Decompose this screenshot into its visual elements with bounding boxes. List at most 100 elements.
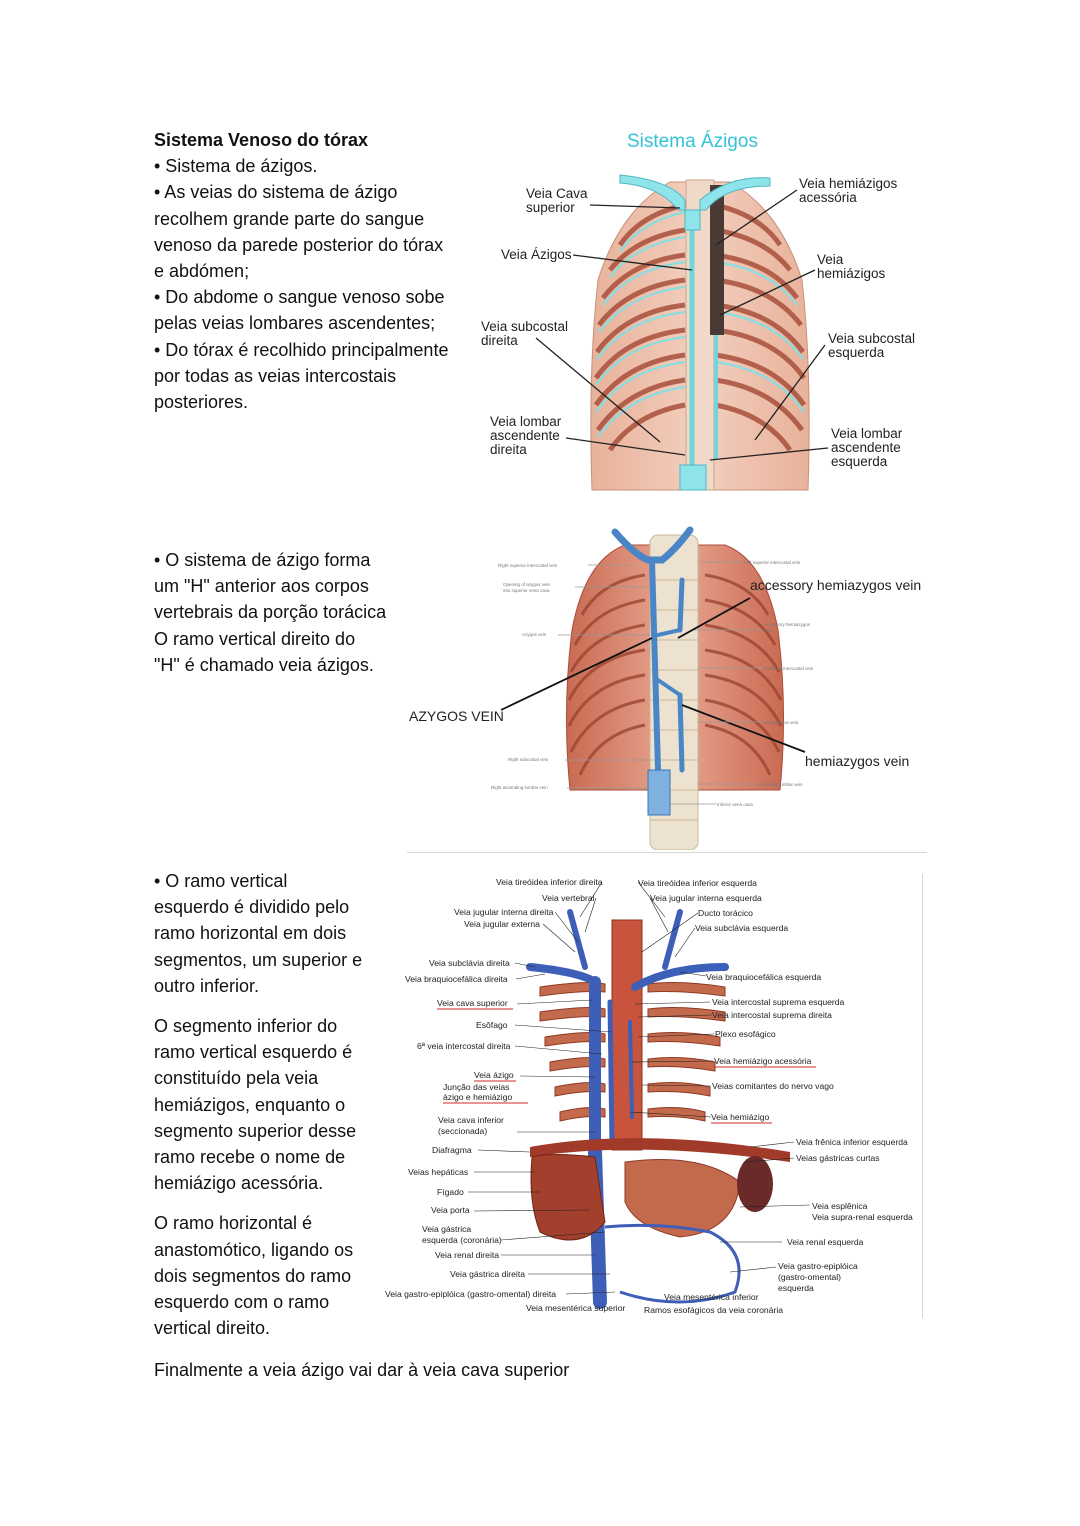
ribs: [539, 982, 726, 1122]
label-left: ázigo e hemiázigo: [443, 1092, 512, 1102]
label-right: Veia supra-renal esquerda: [812, 1212, 913, 1222]
text-line: • O ramo vertical: [154, 871, 288, 891]
liver-shape: [530, 1154, 606, 1241]
label-left: Veia cava superior: [437, 998, 508, 1008]
vein-shapes: [611, 526, 694, 773]
text-line: O ramo horizontal é: [154, 1213, 313, 1234]
divider: [922, 874, 923, 1318]
small-label: vein: [764, 628, 773, 633]
label-left: Veia gástrica: [422, 1224, 471, 1234]
label-azigos: Veia Ázigos: [501, 247, 572, 262]
label-azygos-vein: AZYGOS VEIN: [409, 708, 504, 724]
text-line: • As veias do sistema de ázigo: [154, 182, 398, 203]
label-lombar-esquerda: esquerda: [831, 454, 888, 469]
label-vcs: superior: [526, 200, 575, 215]
small-label: Right ascending lumbar vein: [491, 785, 548, 790]
label-left: Veia subclávia direita: [429, 958, 510, 968]
label-subcostal-esquerda: esquerda: [828, 345, 885, 360]
label-left: esquerda (coronária): [422, 1235, 502, 1245]
label-hemiazigos-acessoria: Veia hemiázigos: [799, 176, 898, 191]
label-lombar-direita: ascendente: [490, 428, 560, 443]
text-line: um "H" anterior aos corpos: [154, 576, 369, 597]
esophagus-dark: [710, 185, 724, 335]
text-line: esquerdo com o ramo: [154, 1292, 330, 1313]
text-line: posteriores.: [154, 392, 249, 413]
label-bottom: Ramos esofágicos da veia coronária: [644, 1305, 783, 1315]
label-lombar-direita: direita: [490, 442, 527, 457]
ribs: [593, 202, 807, 452]
text-line: ramo horizontal em dois: [154, 923, 347, 944]
label-right: Veia jugular interna esquerda: [650, 893, 762, 903]
label-left: Veia renal direita: [435, 1250, 499, 1260]
label-vcs: Veia Cava: [526, 186, 588, 201]
figure-title: Sistema Ázigos: [627, 131, 758, 152]
text-line: recolhem grande parte do sangue: [154, 208, 425, 229]
label-right: Veia braquiocefálica esquerda: [706, 972, 821, 982]
label-right: Veia renal esquerda: [787, 1237, 864, 1247]
section3-text: • O ramo vertical esquerdo é dividido pe…: [154, 868, 384, 1341]
text-line: • Sistema de ázigos.: [154, 156, 318, 177]
label-left: Veia cava inferior: [438, 1115, 504, 1125]
label-left: Veia braquiocefálica direita: [405, 974, 508, 984]
text-line: anastomótico, ligando os: [154, 1239, 354, 1260]
intercostal-veins: [595, 211, 805, 438]
text-line: ramo vertical esquerdo é: [154, 1042, 353, 1063]
text-line: vertebrais da porção torácica: [154, 602, 387, 623]
label-right: Veia subclávia esquerda: [695, 923, 788, 933]
highlight-underlines: [437, 1008, 816, 1124]
label-left: Fígado: [437, 1187, 464, 1197]
label-bottom: Veia mesentérica superior: [526, 1303, 625, 1313]
label-left: (seccionada): [438, 1126, 487, 1136]
text-line: O segmento inferior do: [154, 1016, 338, 1037]
text-line: pelas veias lombares ascendentes;: [154, 313, 436, 334]
label-left: Veia gástrica direita: [450, 1269, 525, 1279]
small-label: Left superior intercostal vein: [744, 560, 801, 565]
leader-lines: [500, 561, 806, 805]
label-subcostal-direita: direita: [481, 333, 518, 348]
text-line: constituído pela veia: [154, 1068, 319, 1089]
label-left: Veia jugular interna direita: [454, 907, 554, 917]
label-subcostal-esquerda: Veia subcostal: [828, 331, 915, 346]
label-hemiazigos: Veia: [817, 252, 844, 267]
section-title: Sistema Venoso do tórax: [154, 130, 369, 150]
small-label: Right subcostal vein: [508, 757, 549, 762]
leader-lines: [468, 881, 811, 1295]
figure-thoracic-abdominal-veins: Veia tireóidea inferior direita Veia ver…: [385, 877, 913, 1315]
portal-system-shape: [604, 1223, 741, 1304]
ribs: [567, 573, 783, 776]
text-line: hemiázigo acessória.: [154, 1173, 324, 1194]
small-label: Right superior intercostal vein: [498, 563, 558, 568]
section2-text: • O sistema de ázigo forma um "H" anteri…: [154, 547, 404, 678]
label-left: Veia jugular externa: [464, 919, 540, 929]
label-right: Veia esplênica: [812, 1201, 868, 1211]
text-line: esquerdo é dividido pelo: [154, 897, 350, 918]
small-label: Posterior intercostal vein: [764, 666, 814, 671]
label-lombar-direita: Veia lombar: [490, 414, 562, 429]
label-right: Plexo esofágico: [715, 1029, 776, 1039]
figure-azygos-h-shape: accessory hemiazygos vein AZYGOS VEIN he…: [409, 526, 921, 850]
label-left: Veia gastro-epiplóica (gastro-omental) d…: [385, 1289, 556, 1299]
label-right: Veias comitantes do nervo vago: [712, 1081, 834, 1091]
label-left: Diafragma: [432, 1145, 472, 1155]
small-label: Ascending lumbar vein: [757, 782, 803, 787]
text-line: outro inferior.: [154, 975, 260, 996]
label-left: Veias hepáticas: [408, 1167, 468, 1177]
small-label: into superior vena cava: [503, 588, 550, 593]
text-line: • O sistema de ázigo forma: [154, 550, 371, 570]
text-line: por todas as veias intercostais: [154, 365, 397, 386]
label-hemiazygos-vein: hemiazygos vein: [805, 753, 909, 769]
text-line: • Do tórax é recolhido principalmente: [154, 339, 449, 360]
small-label: Hemiazygos vein: [764, 720, 799, 725]
label-left: 6ª veia intercostal direita: [417, 1041, 511, 1051]
label-right: esquerda: [778, 1283, 814, 1293]
label-right: Ducto torácico: [698, 908, 753, 918]
label-subcostal-direita: Veia subcostal: [481, 319, 568, 334]
text-line: "H" é chamado veia ázigos.: [154, 654, 374, 675]
text-line: e abdómen;: [154, 261, 250, 282]
small-label: Accessory hemiazygos: [764, 622, 811, 627]
label-right: Veia intercostal suprema direita: [712, 1010, 832, 1020]
closing-text: Finalmente a veia ázigo vai dar à veia c…: [154, 1360, 570, 1380]
text-line: dois segmentos do ramo: [154, 1265, 352, 1286]
small-label: Inferior vena cava: [717, 802, 753, 807]
svc-shape: [619, 174, 771, 231]
